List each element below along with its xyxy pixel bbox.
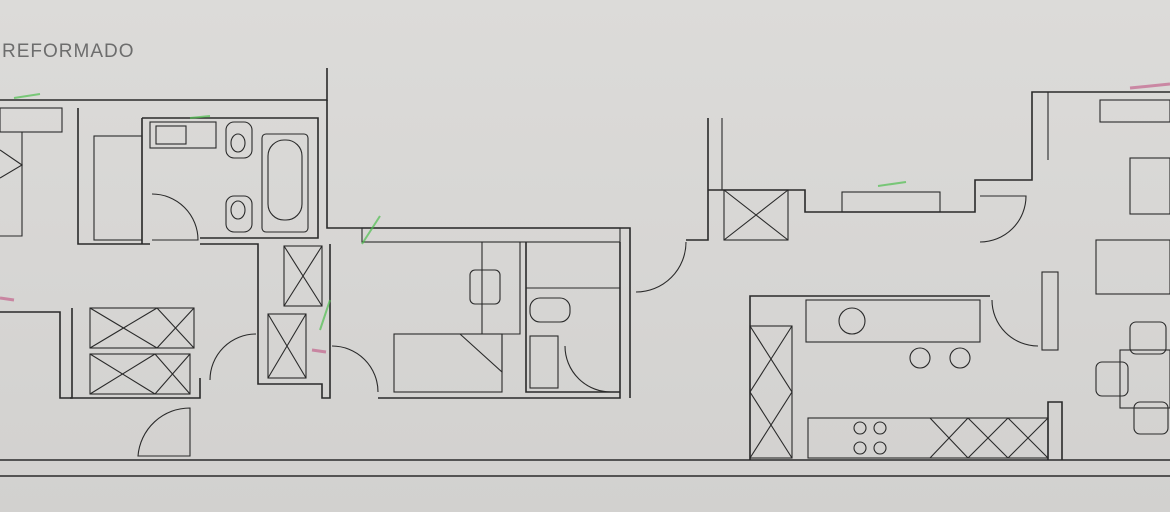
ensuite-sink xyxy=(529,335,559,389)
toilet xyxy=(225,121,253,159)
bed xyxy=(0,131,23,237)
annotation-marks xyxy=(0,82,1170,354)
hob-burner-3 xyxy=(853,441,867,455)
hall-wall-top xyxy=(708,91,1170,213)
entry-door xyxy=(137,407,191,457)
exterior-walls xyxy=(0,68,1170,477)
pink-mark xyxy=(311,348,327,354)
fireplace xyxy=(1041,271,1059,351)
green-mark xyxy=(13,93,41,99)
storage-2 xyxy=(89,353,191,395)
ensuite-door xyxy=(564,345,613,393)
bidet xyxy=(225,195,253,233)
shaft-1 xyxy=(283,245,323,307)
hall-shaft xyxy=(723,189,789,241)
kitchen-door xyxy=(991,299,1039,347)
green-mark xyxy=(361,215,381,245)
kitchen-counter-top xyxy=(805,299,981,343)
pantry-cross xyxy=(749,325,793,459)
bedroom-left xyxy=(0,107,150,245)
bedroom-door xyxy=(331,345,379,393)
ensuite-toilet xyxy=(529,297,571,323)
bedroom-wall-bottom xyxy=(378,242,621,399)
dining-chair-1 xyxy=(1129,321,1167,355)
pantry xyxy=(749,325,793,459)
pink-mark xyxy=(0,296,15,302)
dining-table xyxy=(1119,349,1170,409)
living-door xyxy=(979,195,1027,243)
corridor-wall xyxy=(326,100,631,398)
storage-1-cross xyxy=(89,307,195,349)
shafts-and-storage xyxy=(0,243,331,399)
bar-stool-2 xyxy=(949,347,971,369)
left-room-wall xyxy=(0,308,73,399)
storage-1 xyxy=(89,307,195,349)
living-room xyxy=(1095,99,1170,435)
sink-counter xyxy=(149,121,217,149)
pink-mark xyxy=(1129,82,1170,90)
hob-burner-2 xyxy=(873,421,887,435)
green-mark xyxy=(319,299,331,331)
bathroom xyxy=(93,117,319,244)
desk-chair xyxy=(469,269,501,305)
dining-chair-3 xyxy=(1133,401,1169,435)
shaft-2-cross xyxy=(267,313,307,379)
bedroom-wall xyxy=(77,108,150,245)
hall-shaft-cross xyxy=(723,189,789,241)
doors xyxy=(137,195,1039,457)
hob-burner-4 xyxy=(873,441,887,455)
kitchen-wall xyxy=(749,295,990,460)
toilet-bowl xyxy=(230,133,246,153)
bed-pillow xyxy=(0,149,24,179)
hall-door xyxy=(635,241,687,293)
shaft-2 xyxy=(267,313,307,379)
bathtub-inner xyxy=(267,139,303,221)
kitchen xyxy=(749,271,1063,460)
bidet-bowl xyxy=(230,200,246,220)
entry-wall xyxy=(70,378,201,399)
desk xyxy=(481,242,521,335)
dining-chair-2 xyxy=(1095,361,1129,397)
coffee-table xyxy=(1129,157,1170,215)
kitchen-sink xyxy=(838,307,866,335)
corridor-door xyxy=(209,333,257,381)
bathroom-door xyxy=(151,193,199,241)
hall-console xyxy=(841,191,941,213)
hall xyxy=(723,189,941,241)
closet xyxy=(93,135,143,241)
hob-burner-1 xyxy=(853,421,867,435)
master-bedroom xyxy=(361,227,621,399)
top-left-wall xyxy=(0,68,328,101)
hall-wall-left xyxy=(686,118,709,241)
wardrobe xyxy=(0,107,63,133)
bathroom-walls xyxy=(142,117,319,239)
window-sill xyxy=(361,227,621,243)
ensuite-walls xyxy=(525,242,620,393)
bathtub xyxy=(261,133,309,233)
kitchen-column xyxy=(1047,401,1063,460)
green-mark xyxy=(877,181,907,187)
green-mark xyxy=(189,115,211,119)
storage-2-cross xyxy=(89,353,191,395)
plan-title: REFORMADO xyxy=(2,41,135,62)
sofa xyxy=(1095,239,1170,295)
kitchen-counter-bottom xyxy=(807,417,1049,459)
sideboard xyxy=(1099,99,1170,123)
appliance-cross xyxy=(929,417,1049,459)
bed xyxy=(393,333,503,393)
shaft-1-cross xyxy=(283,245,323,307)
sink xyxy=(155,125,187,145)
bar-stool-1 xyxy=(909,347,931,369)
corridor-walls xyxy=(200,243,331,399)
bed-fold xyxy=(459,333,503,374)
